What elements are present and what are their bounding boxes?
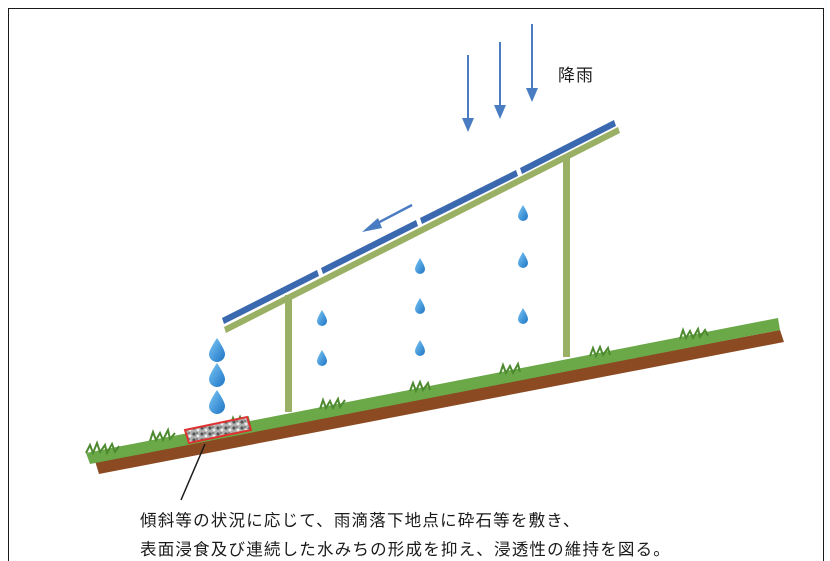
caption-line-1: 傾斜等の状況に応じて、雨滴落下地点に砕石等を敷き、: [140, 511, 581, 530]
callout-line: [180, 443, 206, 501]
rear-post: [563, 155, 570, 357]
rain-arrows: [462, 24, 538, 132]
water-drop-icon: [317, 350, 327, 366]
gravel-icon: [183, 415, 253, 445]
front-post: [285, 295, 292, 412]
solar-panel-array: [222, 120, 616, 324]
water-drop-icon: [209, 338, 225, 362]
flow-arrow-icon: [362, 203, 413, 232]
water-drop-icon: [317, 310, 327, 326]
rain-label: 降雨: [558, 66, 594, 86]
grass-strip: [86, 318, 780, 464]
rain-arrow-icon: [462, 55, 474, 132]
water-drop-icon: [415, 340, 425, 356]
frame-border-right: [823, 8, 824, 561]
ground-slope: [85, 318, 784, 474]
panel-beam: [224, 127, 620, 333]
water-drop-icon: [415, 298, 425, 314]
solar-panel: [222, 270, 319, 324]
water-drop-icon: [209, 390, 225, 414]
water-drop-icon: [209, 363, 225, 387]
soil-layer: [95, 330, 784, 474]
water-drop-icon: [415, 258, 425, 274]
water-drop-icon: [518, 252, 528, 268]
frame-border-left: [8, 8, 9, 561]
rain-arrow-icon: [494, 42, 506, 119]
solar-panel: [520, 120, 616, 174]
water-drops: [209, 205, 528, 414]
water-drop-icon: [518, 205, 528, 221]
water-drop-icon: [518, 308, 528, 324]
frame-border-top: [8, 8, 824, 9]
solar-panel: [420, 170, 518, 224]
caption-line-2: 表面浸食及び連続した水みちの形成を抑え、浸透性の維持を図る。: [140, 540, 671, 559]
solar-panel: [321, 220, 418, 274]
grass-blades: [85, 326, 709, 456]
rain-arrow-icon: [526, 24, 538, 102]
